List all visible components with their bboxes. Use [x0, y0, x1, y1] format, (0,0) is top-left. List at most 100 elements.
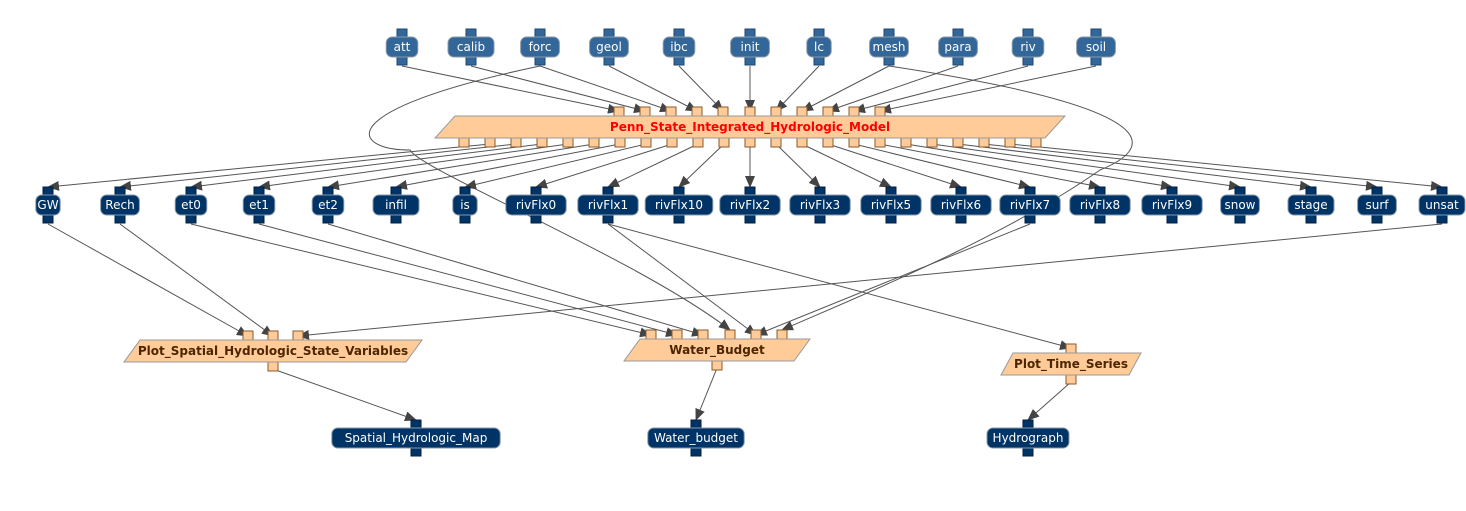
edge-pihm-to-et1 — [258, 143, 569, 191]
data-node-rivFlx0[interactable]: rivFlx0 — [505, 186, 567, 224]
process-water_budget[interactable]: Water_Budget — [623, 329, 811, 371]
data-node-Rech[interactable]: Rech — [100, 186, 140, 224]
input-port — [697, 329, 709, 340]
node-label: GW — [37, 198, 58, 212]
node-label: rivFlx2 — [730, 198, 770, 212]
data-node-rivFlx2[interactable]: rivFlx2 — [719, 186, 781, 224]
node-box — [505, 194, 567, 216]
node-box — [730, 36, 770, 58]
data-node-rivFlx5[interactable]: rivFlx5 — [860, 186, 922, 224]
data-node-rivFlx9[interactable]: rivFlx9 — [1141, 186, 1203, 224]
input-node-mesh[interactable]: mesh — [869, 28, 909, 66]
input-node-para[interactable]: para — [938, 28, 978, 66]
input-node-ibc[interactable]: ibc — [662, 28, 696, 66]
data-node-snow[interactable]: snow — [1220, 186, 1260, 224]
edge-pihm-to-unsat — [1009, 143, 1443, 191]
node-box — [1418, 194, 1466, 216]
output-port — [614, 137, 626, 148]
node-box — [452, 194, 478, 216]
node-label: snow — [1224, 198, 1255, 212]
node-label: para — [944, 40, 971, 54]
node-label: Hydrograph — [993, 431, 1064, 445]
data-node-rivFlx3[interactable]: rivFlx3 — [789, 186, 851, 224]
edge-rivFlx7-to-water_budget — [755, 223, 1031, 336]
data-node-surf[interactable]: surf — [1357, 186, 1397, 224]
data-node-is[interactable]: is — [452, 186, 478, 224]
data-node-GW[interactable]: GW — [35, 186, 61, 224]
output-port — [1065, 374, 1077, 385]
output-port — [848, 137, 860, 148]
input-node-init[interactable]: init — [730, 28, 770, 66]
process-label: Water_Budget — [669, 343, 765, 358]
node-box — [577, 194, 639, 216]
input-node-calib[interactable]: calib — [447, 28, 495, 66]
process-pihm[interactable]: Penn_State_Integrated_Hydrologic_Model — [433, 106, 1067, 148]
output-port — [1004, 137, 1016, 148]
output-port — [484, 137, 496, 148]
data-node-rivFlx1[interactable]: rivFlx1 — [577, 186, 639, 224]
data-node-rivFlx10[interactable]: rivFlx10 — [644, 186, 714, 224]
process-shape — [433, 115, 1067, 139]
node-label: rivFlx6 — [941, 198, 981, 212]
output-port — [952, 137, 964, 148]
input-node-riv[interactable]: riv — [1011, 28, 1045, 66]
edge-pihm-to-stage — [957, 143, 1312, 191]
output-port — [588, 137, 600, 148]
data-node-rivFlx6[interactable]: rivFlx6 — [930, 186, 992, 224]
main-process-label: Penn_State_Integrated_Hydrologic_Model — [610, 120, 890, 135]
input-port — [796, 106, 808, 117]
node-box — [174, 194, 208, 216]
input-port — [292, 330, 304, 341]
data-node-infil[interactable]: infil — [372, 186, 420, 224]
data-node-rivFlx8[interactable]: rivFlx8 — [1069, 186, 1131, 224]
output-port — [1030, 137, 1042, 148]
input-node-att[interactable]: att — [385, 28, 419, 66]
edge-pihm-to-rivFlx8 — [879, 143, 1101, 190]
process-plot_ts[interactable]: Plot_Time_Series — [1000, 343, 1142, 385]
input-port — [691, 106, 703, 117]
input-port — [242, 330, 254, 341]
edge-plot_ts-to-hydrograph — [1027, 381, 1072, 421]
input-port — [1065, 343, 1077, 354]
output-node-hydrograph[interactable]: Hydrograph — [986, 419, 1070, 457]
output-port — [458, 137, 470, 148]
output-port — [822, 137, 834, 148]
output-port — [900, 137, 912, 148]
input-port — [724, 329, 736, 340]
output-port — [666, 137, 678, 148]
edge-mesh-to-water_budget — [781, 65, 1133, 331]
input-node-forc[interactable]: forc — [520, 28, 560, 66]
input-node-soil[interactable]: soil — [1076, 28, 1116, 66]
edge-pihm-to-et2 — [327, 143, 595, 191]
node-box — [999, 194, 1061, 216]
input-node-geol[interactable]: geol — [589, 28, 629, 66]
data-node-rivFlx7[interactable]: rivFlx7 — [999, 186, 1061, 224]
data-node-stage[interactable]: stage — [1287, 186, 1335, 224]
output-port — [711, 360, 723, 371]
edge-pihm-to-Rech — [119, 143, 517, 191]
data-node-et2[interactable]: et2 — [311, 186, 345, 224]
edge-para-to-pihm — [827, 65, 959, 113]
output-node-water_budget_out[interactable]: Water_budget — [647, 419, 745, 457]
input-node-lc[interactable]: lc — [806, 28, 832, 66]
output-port — [874, 137, 886, 148]
data-node-et0[interactable]: et0 — [174, 186, 208, 224]
output-node-spatial_map[interactable]: Spatial_Hydrologic_Map — [331, 419, 501, 457]
node-label: et0 — [181, 198, 201, 212]
data-node-et1[interactable]: et1 — [242, 186, 276, 224]
node-box — [1287, 194, 1335, 216]
edge-pihm-to-rivFlx7 — [853, 143, 1031, 190]
node-box — [869, 36, 909, 58]
process-plot_spatial[interactable]: Plot_Spatial_Hydrologic_State_Variables — [123, 330, 423, 372]
node-box — [789, 194, 851, 216]
edge-pihm-to-rivFlx3 — [775, 143, 821, 188]
node-box — [1220, 194, 1260, 216]
node-box — [938, 36, 978, 58]
edge-pihm-to-et0 — [190, 143, 543, 191]
node-label: rivFlx3 — [800, 198, 840, 212]
node-label: surf — [1365, 198, 1389, 212]
node-box — [385, 36, 419, 58]
data-node-unsat[interactable]: unsat — [1418, 186, 1466, 224]
output-port — [744, 137, 756, 148]
node-label: mesh — [873, 40, 906, 54]
